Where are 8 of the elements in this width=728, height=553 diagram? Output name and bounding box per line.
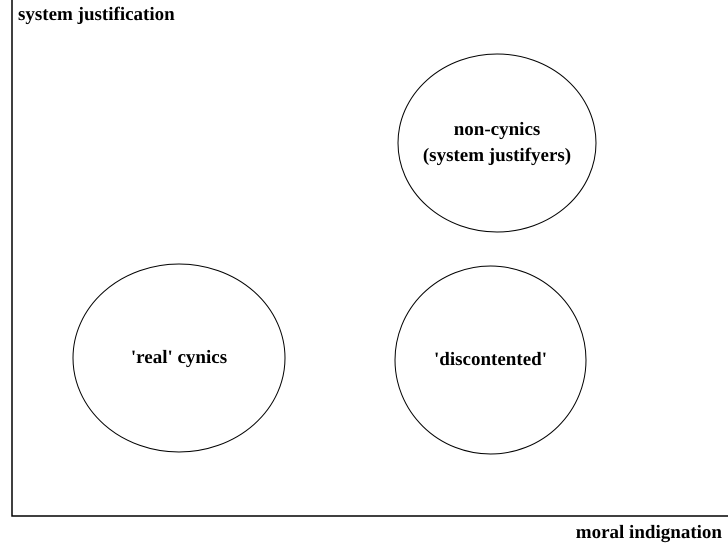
group-label: non-cynics (system justifyers) xyxy=(422,118,572,168)
axis-label: system justification xyxy=(18,4,175,26)
group-ellipse xyxy=(394,265,587,455)
group-ellipse xyxy=(72,263,286,453)
group-ellipse xyxy=(397,53,597,233)
group-label: 'discontented' xyxy=(433,348,548,372)
axis-label: moral indignation xyxy=(576,522,722,544)
group-label: 'real' cynics xyxy=(130,346,228,370)
